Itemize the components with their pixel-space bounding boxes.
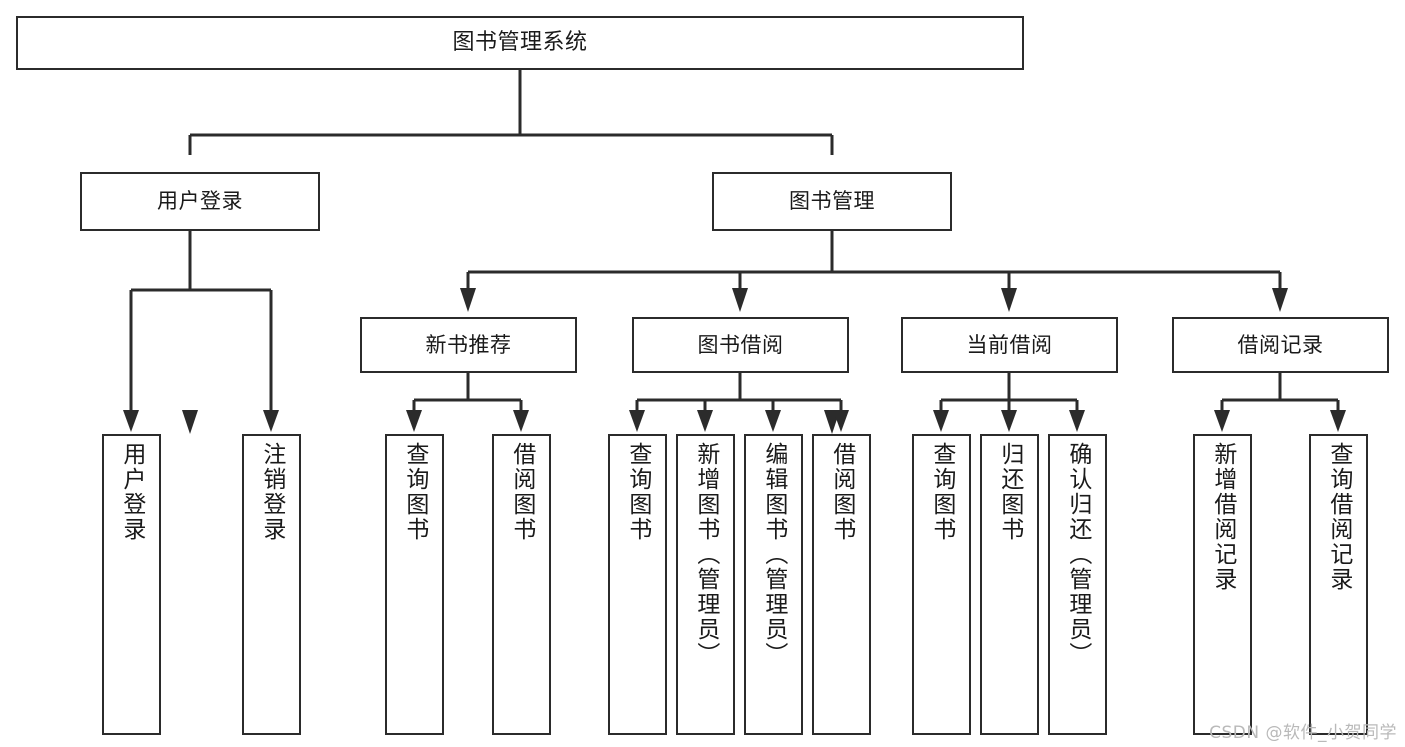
node-label: 查询图书 [928, 442, 955, 542]
node-label: 用户登录 [118, 442, 145, 542]
leaf-logout-login[interactable]: 注销登录 [242, 434, 301, 735]
node-label: 借阅图书 [828, 442, 855, 542]
node-label: 借阅图书 [508, 442, 535, 542]
leaf-add-book-admin[interactable]: 新增图书（管理员） [676, 434, 735, 735]
node-label: 查询图书 [401, 442, 428, 542]
node-label: 新书推荐 [425, 332, 512, 357]
node-label: 当前借阅 [966, 332, 1053, 357]
node-label: 查询借阅记录 [1325, 442, 1352, 592]
node-label: 注销登录 [258, 442, 285, 542]
node-root-system[interactable]: 图书管理系统 [16, 16, 1024, 70]
node-new-book-recommendation[interactable]: 新书推荐 [360, 317, 577, 373]
node-borrow-record[interactable]: 借阅记录 [1172, 317, 1389, 373]
watermark-text: CSDN @软件_小贺同学 [1209, 723, 1397, 743]
node-label: 图书借阅 [697, 332, 784, 357]
node-user-login[interactable]: 用户登录 [80, 172, 320, 231]
node-label: 图书管理 [789, 189, 875, 213]
node-book-management[interactable]: 图书管理 [712, 172, 952, 231]
node-label: 用户登录 [157, 189, 243, 213]
node-label: 新增图书（管理员） [692, 442, 719, 667]
leaf-query-book-recommend[interactable]: 查询图书 [385, 434, 444, 735]
leaf-borrow-book-recommend[interactable]: 借阅图书 [492, 434, 551, 735]
leaf-borrow-book[interactable]: 借阅图书 [812, 434, 871, 735]
leaf-query-book-borrow[interactable]: 查询图书 [608, 434, 667, 735]
leaf-query-borrow-record[interactable]: 查询借阅记录 [1309, 434, 1368, 735]
node-label: 借阅记录 [1237, 332, 1324, 357]
leaf-add-borrow-record[interactable]: 新增借阅记录 [1193, 434, 1252, 735]
leaf-return-book[interactable]: 归还图书 [980, 434, 1039, 735]
leaf-user-login[interactable]: 用户登录 [102, 434, 161, 735]
leaf-query-book-current[interactable]: 查询图书 [912, 434, 971, 735]
leaf-edit-book-admin[interactable]: 编辑图书（管理员） [744, 434, 803, 735]
node-label: 编辑图书（管理员） [760, 442, 787, 667]
node-book-borrow[interactable]: 图书借阅 [632, 317, 849, 373]
node-label: 图书管理系统 [452, 30, 588, 55]
node-label: 确认归还（管理员） [1064, 442, 1091, 667]
node-label: 新增借阅记录 [1209, 442, 1236, 592]
leaf-confirm-return-admin[interactable]: 确认归还（管理员） [1048, 434, 1107, 735]
node-current-borrow[interactable]: 当前借阅 [901, 317, 1118, 373]
node-label: 归还图书 [996, 442, 1023, 542]
node-label: 查询图书 [624, 442, 651, 542]
